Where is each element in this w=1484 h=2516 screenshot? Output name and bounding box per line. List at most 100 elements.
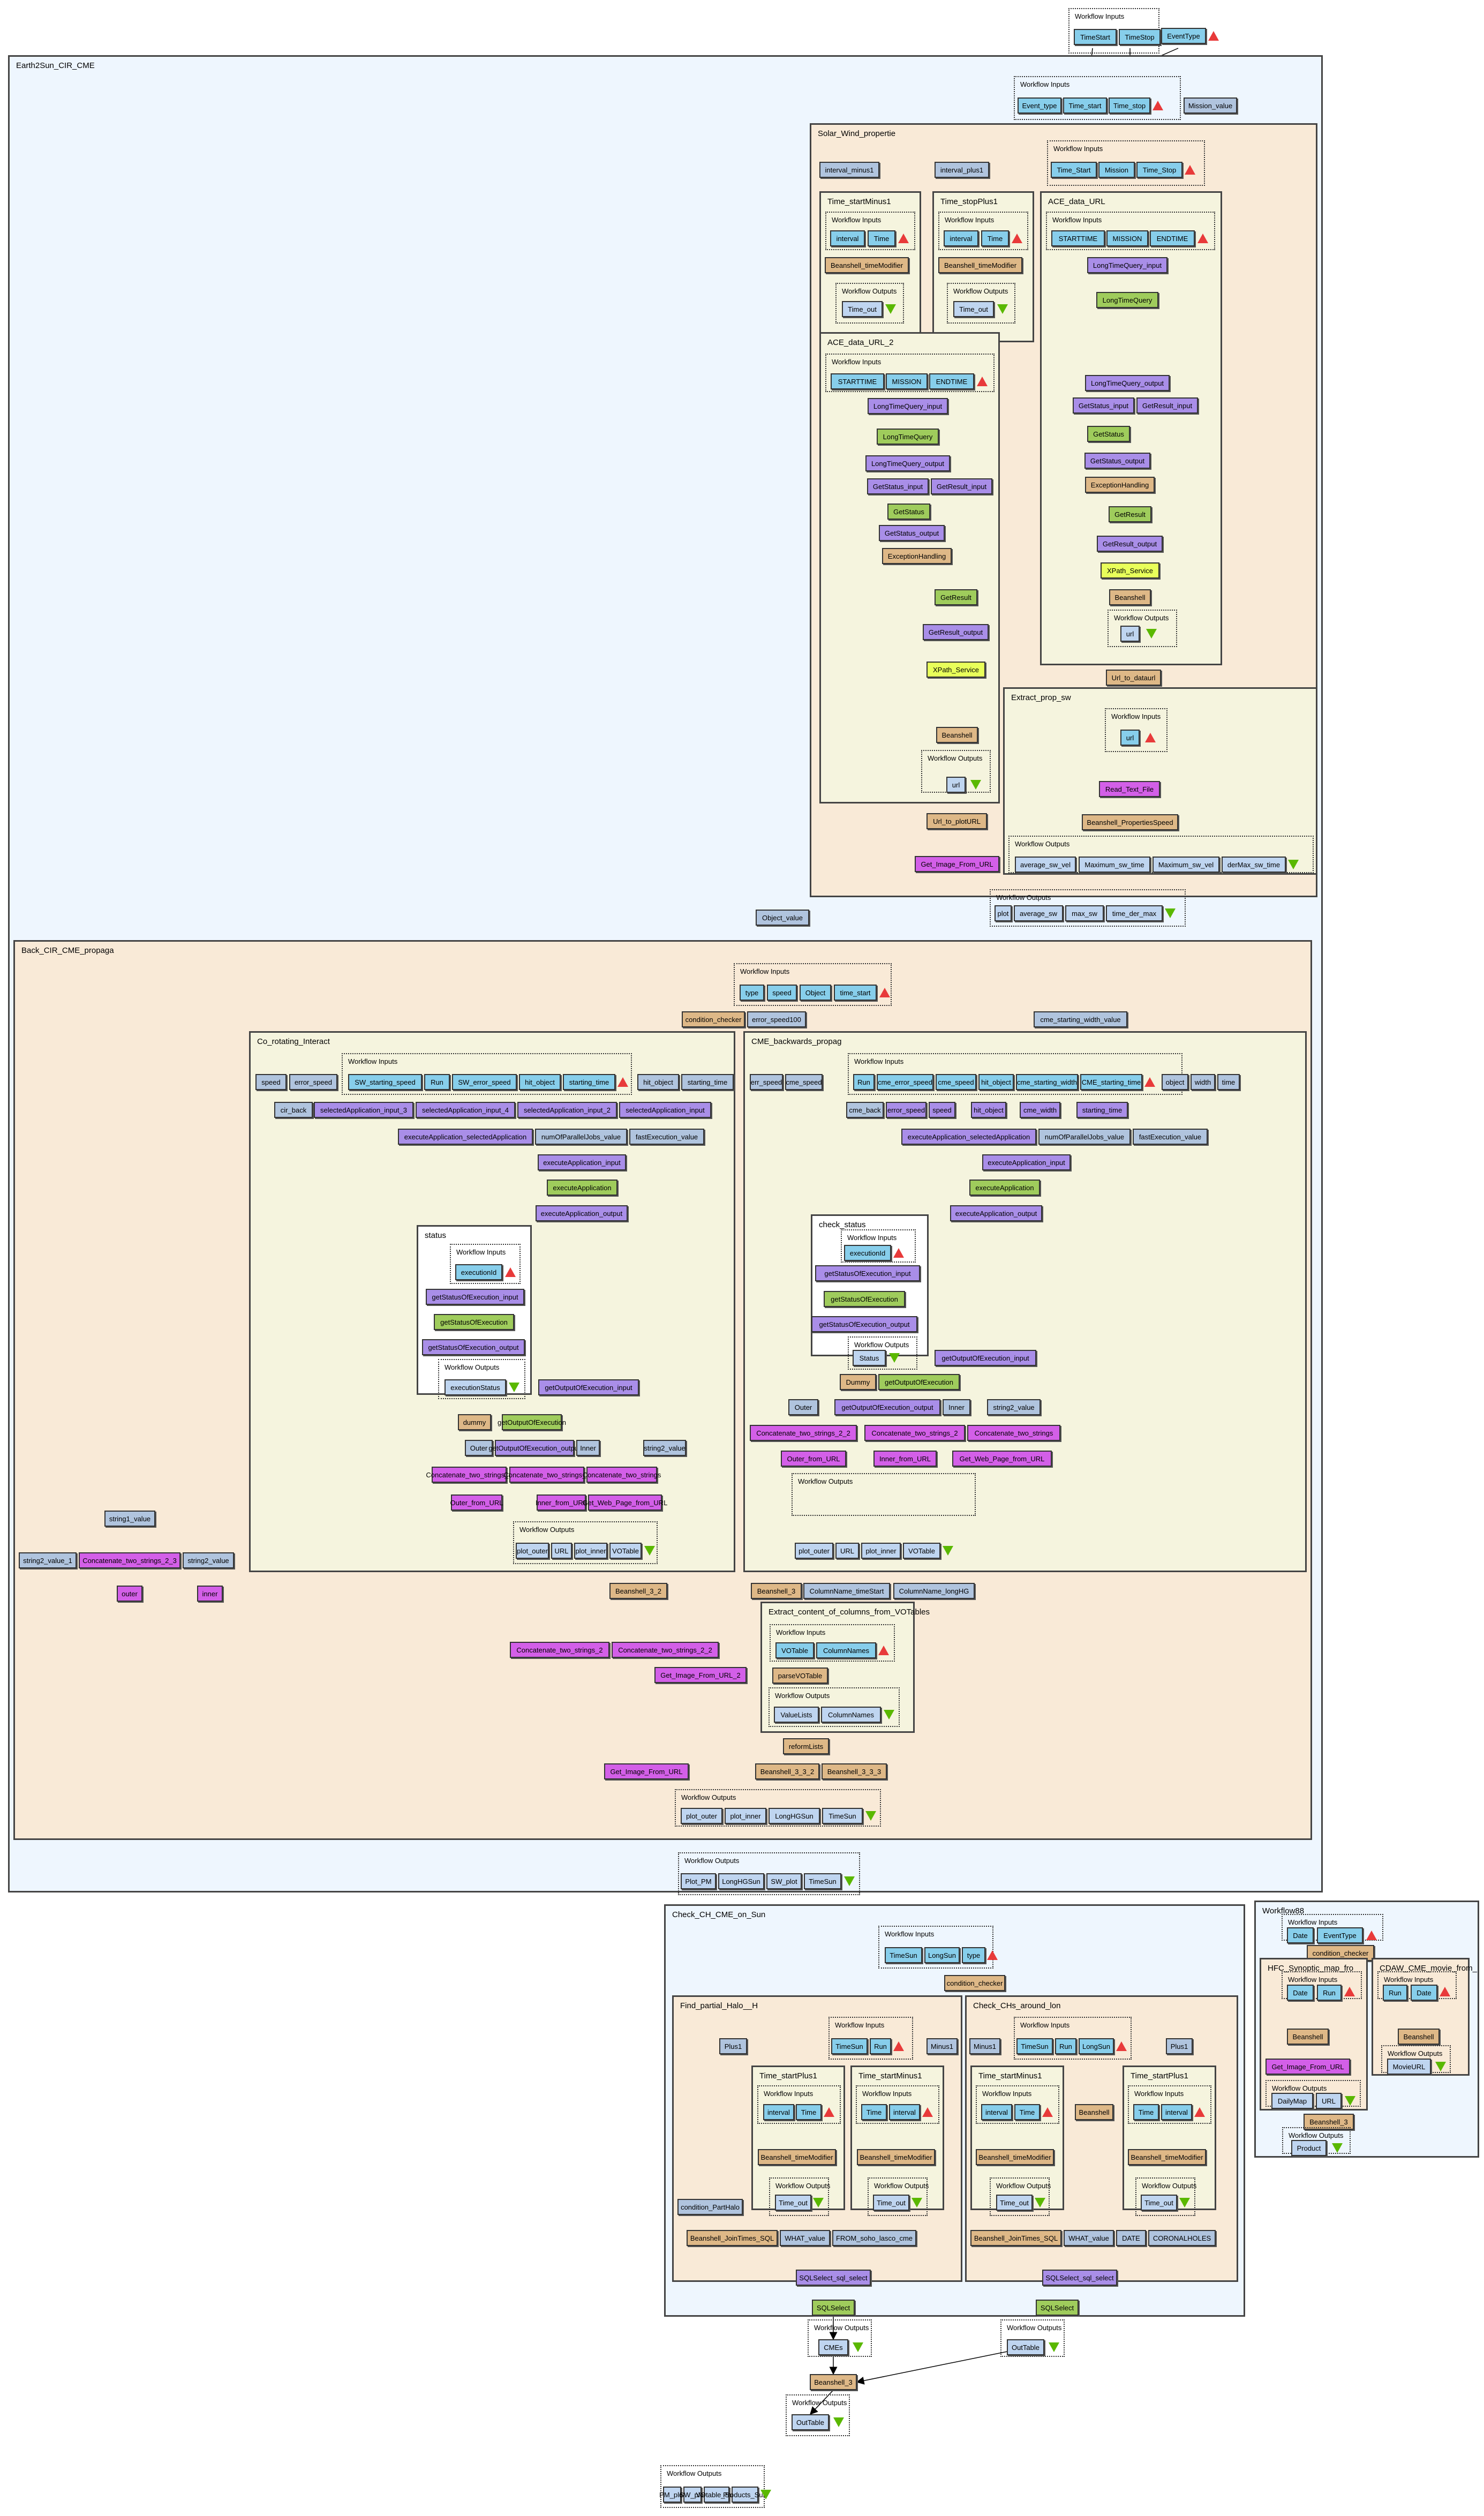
execute-application-selected-application[interactable]: executeApplication_selectedApplication bbox=[901, 1129, 1036, 1145]
output-average-sw[interactable]: average_sw bbox=[1014, 905, 1063, 921]
input-date[interactable]: Date bbox=[1287, 1985, 1314, 2001]
beanshell-3-2[interactable]: Beanshell_3_2 bbox=[609, 1583, 667, 1599]
const-fast-execution[interactable]: fastExecution_value bbox=[1133, 1129, 1208, 1145]
url-to-ploturl[interactable]: Url_to_plotURL bbox=[926, 813, 987, 829]
input-time[interactable]: Time bbox=[796, 2104, 822, 2120]
reform-lists[interactable]: reformLists bbox=[783, 1738, 829, 1754]
output-url[interactable]: URL bbox=[551, 1543, 572, 1559]
get-status-output[interactable]: GetStatus_output bbox=[1084, 453, 1150, 469]
const-starting-time[interactable]: starting_time bbox=[681, 1074, 734, 1090]
const-cme-speed[interactable]: cme_speed bbox=[785, 1074, 823, 1090]
const-error-speed100[interactable]: error_speed100 bbox=[747, 1011, 806, 1027]
beanshell-3-3-2[interactable]: Beanshell_3_3_2 bbox=[755, 1763, 819, 1779]
output-plot[interactable]: plot bbox=[995, 905, 1012, 921]
input-run[interactable]: Run bbox=[1383, 1985, 1407, 2001]
get-status-input[interactable]: GetStatus_input bbox=[1073, 397, 1134, 414]
output-maximum-sw-vel[interactable]: Maximum_sw_vel bbox=[1152, 857, 1219, 873]
input-time[interactable]: Time bbox=[1014, 2104, 1040, 2120]
beanshell-jointimes-sql[interactable]: Beanshell_JoinTimes_SQL bbox=[970, 2230, 1061, 2246]
concatenate-two-strings-2-2[interactable]: Concatenate_two_strings_2_2 bbox=[612, 1642, 719, 1658]
input-timestop[interactable]: TimeStop bbox=[1119, 29, 1161, 45]
selected-application-input[interactable]: selectedApplication_input bbox=[619, 1102, 711, 1118]
input-time[interactable]: Time bbox=[1133, 2104, 1159, 2120]
long-time-query-output[interactable]: LongTimeQuery_output bbox=[865, 455, 950, 471]
output-outtable[interactable]: OutTable bbox=[1007, 2339, 1044, 2355]
input-type[interactable]: type bbox=[740, 985, 764, 1001]
const-err-speed[interactable]: err_speed bbox=[750, 1074, 783, 1090]
get-result-input[interactable]: GetResult_input bbox=[1136, 397, 1198, 414]
starting-time[interactable]: starting_time bbox=[1076, 1102, 1128, 1118]
const-object-value[interactable]: Object_value bbox=[756, 910, 809, 926]
concatenate-two-strings-2-3[interactable]: Concatenate_two_strings_2_3 bbox=[79, 1552, 180, 1568]
input-time-sun[interactable]: TimeSun bbox=[1016, 2038, 1053, 2054]
input-run[interactable]: Run bbox=[424, 1074, 450, 1090]
execute-application-output[interactable]: executeApplication_output bbox=[536, 1205, 628, 1221]
sql-select-sql-select[interactable]: SQLSelect_sql_select bbox=[1042, 2270, 1117, 2286]
const-inner[interactable]: Inner bbox=[943, 1399, 970, 1415]
output-average-sw-vel[interactable]: average_sw_vel bbox=[1015, 857, 1076, 873]
get-image-from-url[interactable]: Get_Image_From_URL bbox=[915, 856, 999, 872]
condition-checker[interactable]: condition_checker bbox=[682, 1011, 745, 1027]
beanshell-time-modifier[interactable]: Beanshell_timeModifier bbox=[976, 2149, 1054, 2165]
output-time-out[interactable]: Time_out bbox=[842, 301, 883, 317]
concatenate-two-strings-2-2[interactable]: Concatenate_two_strings_2_2 bbox=[750, 1425, 857, 1441]
beanshell[interactable]: Beanshell bbox=[1075, 2104, 1113, 2120]
input-timestart[interactable]: TimeStart bbox=[1074, 29, 1117, 45]
sql-select-sql-select[interactable]: SQLSelect_sql_select bbox=[796, 2270, 871, 2286]
output-time-out[interactable]: Time_out bbox=[775, 2195, 811, 2211]
input-sw-starting-speed[interactable]: SW_starting_speed bbox=[348, 1074, 422, 1090]
output-url[interactable]: URL bbox=[1316, 2093, 1342, 2109]
url-to-dataurl[interactable]: Url_to_dataurl bbox=[1106, 670, 1161, 686]
get-output-of-execution-input[interactable]: getOutputOfExecution_input bbox=[935, 1350, 1036, 1366]
input-interval[interactable]: interval bbox=[889, 2104, 920, 2120]
input-cme-error-speed[interactable]: cme_error_speed bbox=[877, 1074, 933, 1090]
output-sw-plot[interactable]: SW_plot bbox=[679, 2487, 706, 2503]
output-dermax-sw-time[interactable]: derMax_sw_time bbox=[1222, 857, 1286, 873]
const-plus1[interactable]: Plus1 bbox=[1166, 2038, 1193, 2054]
input-run[interactable]: Run bbox=[870, 2038, 891, 2054]
input-cme-speed[interactable]: cme_speed bbox=[936, 1074, 976, 1090]
input-time-start[interactable]: time_start bbox=[834, 985, 877, 1001]
input-long-sun[interactable]: LongSun bbox=[924, 1947, 960, 1963]
const-width[interactable]: width bbox=[1191, 1074, 1215, 1090]
output-plot-outer[interactable]: plot_outer bbox=[516, 1543, 549, 1559]
input-run[interactable]: Run bbox=[853, 1074, 875, 1090]
output-products-sun[interactable]: Products_Sun bbox=[723, 2487, 767, 2503]
output-maximum-sw-time[interactable]: Maximum_sw_time bbox=[1079, 857, 1150, 873]
concatenate-two-strings-2[interactable]: Concatenate_two_strings_2 bbox=[503, 1467, 590, 1483]
condition-checker[interactable]: condition_checker bbox=[944, 1975, 1005, 1991]
input-interval[interactable]: interval bbox=[944, 230, 978, 246]
output-plot-inner[interactable]: plot_inner bbox=[861, 1543, 901, 1559]
execute-application[interactable]: executeApplication bbox=[547, 1180, 617, 1196]
get-output-of-execution-output[interactable]: getOutputOfExecution_output bbox=[834, 1399, 940, 1415]
input-type[interactable]: type bbox=[962, 1947, 985, 1963]
output-time-out[interactable]: Time_out bbox=[873, 2195, 909, 2211]
input-starttime[interactable]: STARTTIME bbox=[1051, 230, 1105, 246]
const-column-name-longhg[interactable]: ColumnName_longHG bbox=[893, 1583, 975, 1599]
beanshell-time-modifier[interactable]: Beanshell_timeModifier bbox=[758, 2149, 836, 2165]
hit-object[interactable]: hit_object bbox=[971, 1102, 1006, 1118]
execute-application-output[interactable]: executeApplication_output bbox=[950, 1205, 1042, 1221]
output-cmes[interactable]: CMEs bbox=[818, 2339, 848, 2355]
xpath-service[interactable]: XPath_Service bbox=[1101, 562, 1159, 579]
get-web-page-from-url[interactable]: Get_Web_Page_from_URL bbox=[952, 1451, 1052, 1467]
outer-from-url[interactable]: Outer_from_URL bbox=[450, 1494, 503, 1511]
input-execution-id[interactable]: executionId bbox=[844, 1245, 891, 1261]
long-time-query[interactable]: LongTimeQuery bbox=[1096, 292, 1158, 308]
get-status[interactable]: GetStatus bbox=[887, 504, 930, 520]
const-column-name-timestart[interactable]: ColumnName_timeStart bbox=[803, 1583, 890, 1599]
cme-width[interactable]: cme_width bbox=[1020, 1102, 1060, 1118]
const-interval-plus1[interactable]: interval_plus1 bbox=[935, 162, 989, 178]
exception-handling[interactable]: ExceptionHandling bbox=[882, 548, 952, 564]
output-time-der-max[interactable]: time_der_max bbox=[1106, 905, 1163, 921]
output-value-lists[interactable]: ValueLists bbox=[774, 1707, 819, 1723]
input-column-names[interactable]: ColumnNames bbox=[816, 1642, 876, 1658]
output-url[interactable]: url bbox=[946, 777, 966, 793]
input-time[interactable]: Time bbox=[861, 2104, 887, 2120]
input-sw-error-speed[interactable]: SW_error_speed bbox=[452, 1074, 517, 1090]
const-minus1[interactable]: Minus1 bbox=[926, 2038, 958, 2054]
const-time[interactable]: time bbox=[1217, 1074, 1240, 1090]
execute-application-input[interactable]: executeApplication_input bbox=[982, 1154, 1071, 1170]
output-time-out[interactable]: Time_out bbox=[996, 2195, 1033, 2211]
outer[interactable]: outer bbox=[117, 1586, 142, 1602]
